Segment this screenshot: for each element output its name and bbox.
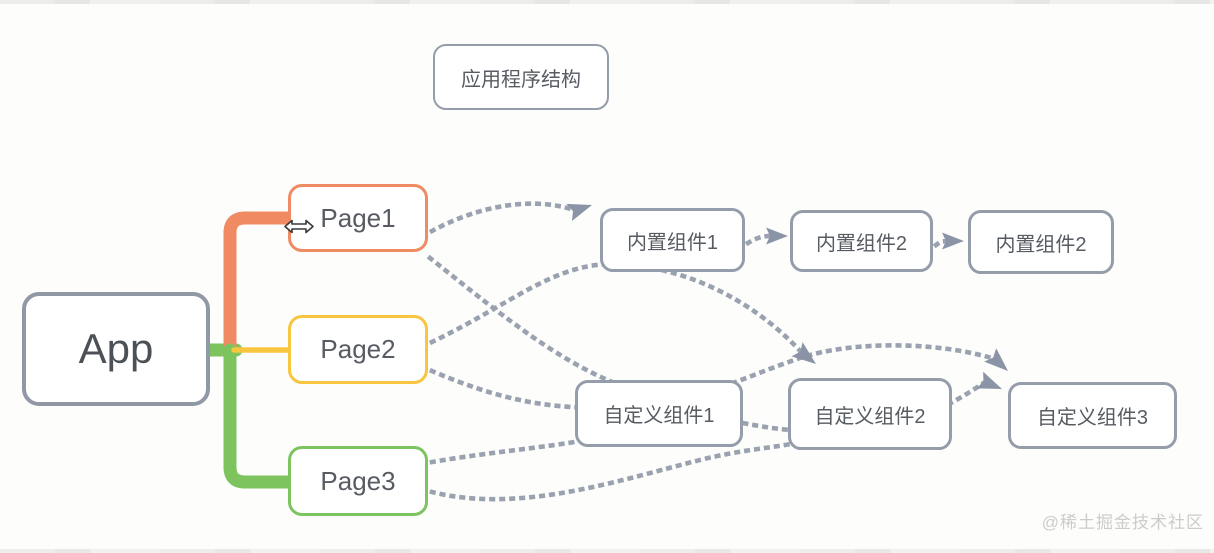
resize-cursor-icon <box>284 219 314 234</box>
diagram-title-label: 应用程序结构 <box>461 68 581 91</box>
edge-builtin2-builtin3 <box>932 238 950 249</box>
builtin-component3-node[interactable]: 内置组件2 <box>968 210 1114 274</box>
arrowhead-builtin2 <box>766 227 788 245</box>
custom-component1-node[interactable]: 自定义组件1 <box>575 380 743 447</box>
arrowhead-custom3-lower <box>976 371 1002 389</box>
page1-label: Page1 <box>320 202 396 233</box>
builtin-component3-label: 内置组件2 <box>995 233 1087 256</box>
builtin-component2-label: 内置组件2 <box>815 232 908 255</box>
branch-page1-orange <box>223 211 296 353</box>
page3-label: Page3 <box>320 465 396 496</box>
edge-page3-custom2 <box>429 441 794 502</box>
edge-builtin1-builtin2 <box>744 233 773 247</box>
page2-node[interactable]: Page2 <box>288 315 428 384</box>
custom-component2-label: 自定义组件2 <box>814 405 926 428</box>
top-edge-artifact <box>0 0 1214 4</box>
diagram-title-node[interactable]: 应用程序结构 <box>433 44 609 110</box>
arrowhead-custom2 <box>791 342 816 364</box>
app-node[interactable]: App <box>22 292 210 406</box>
arrowhead-builtin1 <box>566 203 592 221</box>
builtin-component1-label: 内置组件1 <box>626 231 719 254</box>
arrowhead-custom3-upper <box>984 348 1008 371</box>
page1-node[interactable]: Page1 <box>288 184 428 252</box>
custom-component2-node[interactable]: 自定义组件2 <box>788 378 952 450</box>
edge-page3-custom1 <box>429 437 589 465</box>
app-label: App <box>78 325 154 372</box>
bottom-edge-artifact <box>0 549 1214 553</box>
branch-trunk <box>202 211 296 489</box>
builtin-component2-node[interactable]: 内置组件2 <box>790 210 933 272</box>
custom-component3-label: 自定义组件3 <box>1036 407 1149 429</box>
edge-page1-builtin1 <box>428 201 577 235</box>
builtin-component1-node[interactable]: 内置组件1 <box>600 208 745 272</box>
page2-label: Page2 <box>320 334 396 364</box>
edge-page2-custom2 <box>428 261 806 357</box>
watermark-text: @稀土掘金技术社区 <box>1041 513 1204 532</box>
arrowhead-builtin3 <box>942 232 964 250</box>
branch-page3-green <box>223 343 296 489</box>
page3-node[interactable]: Page3 <box>288 446 428 516</box>
custom-component1-label: 自定义组件1 <box>603 405 715 427</box>
custom-component3-node[interactable]: 自定义组件3 <box>1008 382 1177 449</box>
